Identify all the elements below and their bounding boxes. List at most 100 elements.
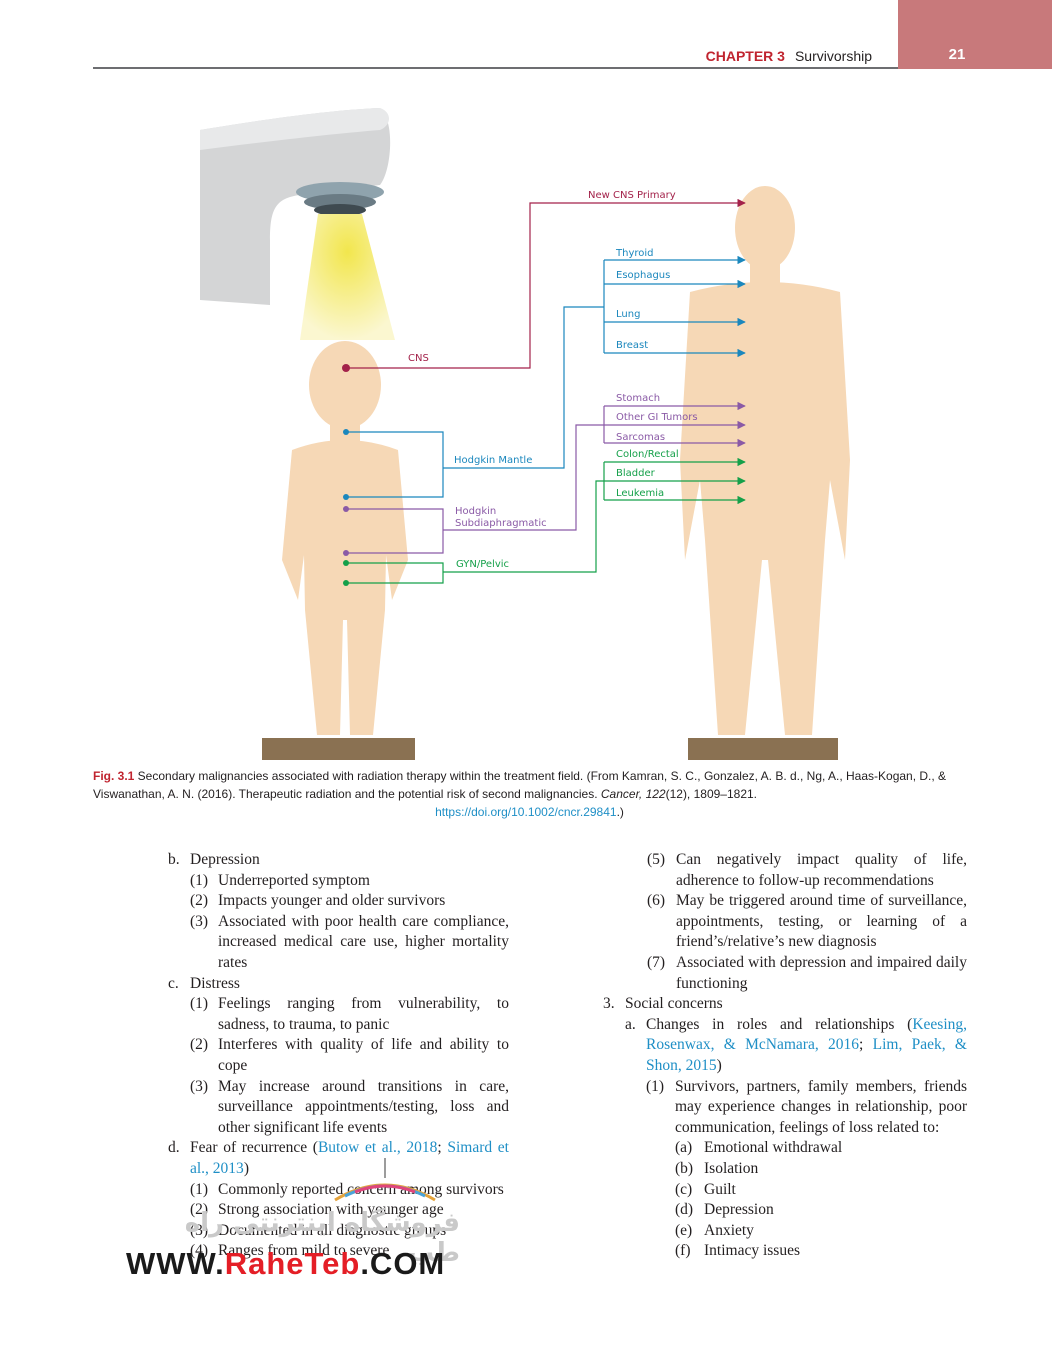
list-item: (3) May increase around transitions in ca… [168, 1077, 509, 1139]
citation-link[interactable]: Keesing, Rosenwax, & McNamara, 2016 [646, 1015, 967, 1054]
caption-volume: (12), 1809–1821. [665, 787, 757, 801]
item-marker: a. [625, 1015, 636, 1033]
item-marker: (a) [675, 1139, 693, 1157]
pelvic-dot-bottom [343, 580, 349, 586]
item-text: Interferes with quality of life and abil… [218, 1036, 509, 1074]
caption-doi-line: https://doi.org/10.1002/cncr.29841.) [93, 803, 966, 821]
item-text: Associated with poor health care complia… [218, 912, 509, 971]
chapter-label: CHAPTER 3 [705, 48, 785, 64]
target-colon-rectal: Colon/Rectal [616, 449, 679, 460]
item-text: Depression [190, 851, 260, 868]
target-thyroid: Thyroid [615, 248, 654, 259]
doi-link[interactable]: https://doi.org/10.1002/cncr.29841 [435, 805, 617, 819]
item-text: Fear of recurrence (Butow et al., 2018; … [190, 1138, 509, 1179]
subdiaphragmatic-dot-top [343, 506, 349, 512]
list-item: (4) Ranges from mild to severe [168, 1241, 509, 1262]
list-item: d. Fear of recurrence (Butow et al., 2018… [168, 1138, 509, 1179]
item-marker: (e) [675, 1221, 693, 1239]
section-title: Survivorship [794, 48, 872, 64]
item-marker: (4) [190, 1242, 209, 1260]
list-item: (1)Commonly reported concern among survi… [168, 1180, 509, 1201]
item-marker: (2) [190, 1036, 209, 1054]
target-breast: Breast [616, 340, 648, 351]
item-text: Underreported symptom [218, 871, 370, 889]
item-marker: (1) [646, 1077, 665, 1095]
list-item: (3) Documented in all diagnostic groups [168, 1221, 509, 1242]
target-new-cns: New CNS Primary [588, 190, 676, 201]
item-marker: (f) [675, 1242, 691, 1260]
item-marker: (b) [675, 1159, 694, 1177]
item-text: Survivors, partners, family members, fri… [675, 1077, 967, 1136]
list-item: (d)Depression [603, 1200, 967, 1221]
hodgkin-mantle-label: Hodgkin Mantle [454, 455, 532, 466]
mantle-route [346, 255, 746, 498]
running-head: CHAPTER 3 Survivorship [706, 48, 872, 64]
item-text-part: ) [716, 1056, 722, 1074]
item-marker: 3. [603, 995, 615, 1013]
target-stomach: Stomach [616, 393, 660, 404]
list-item: a. Changes in roles and relationships (Ke… [603, 1015, 967, 1077]
target-leukemia: Leukemia [616, 488, 664, 499]
item-marker: (3) [190, 912, 209, 930]
hodgkin-sub-label-2: Subdiaphragmatic [455, 518, 547, 529]
item-text: Documented in all diagnostic groups [218, 1221, 447, 1239]
item-text: May be triggered around time of surveill… [676, 892, 967, 951]
item-marker: b. [168, 851, 180, 868]
item-text: Impacts younger and older survivors [218, 892, 446, 910]
item-text-part: ) [243, 1159, 249, 1177]
list-item: (2) Interferes with quality of life and a… [168, 1035, 509, 1076]
item-marker: d. [168, 1139, 180, 1157]
list-item: (a) Emotional withdrawal [603, 1138, 967, 1159]
adult-silhouette [680, 186, 850, 735]
list-item: (f)Intimacy issues [603, 1241, 967, 1262]
item-text: Feelings ranging from vulnerability, to … [218, 995, 509, 1033]
target-sarcomas: Sarcomas [616, 432, 665, 443]
item-text: Ranges from mild to severe [218, 1242, 390, 1260]
item-text: Changes in roles and relationships (Kees… [646, 1015, 967, 1077]
item-marker: (3) [190, 1077, 209, 1095]
caption-journal: Cancer, 122 [600, 787, 666, 801]
item-marker: (6) [647, 892, 666, 910]
citation-link[interactable]: Simard et al., 2013 [190, 1139, 509, 1177]
item-marker: (1) [190, 1180, 209, 1198]
item-text: Emotional withdrawal [704, 1139, 843, 1157]
right-column: (5)Can negatively impact quality of life… [603, 850, 967, 1262]
item-text-part: ; [859, 1036, 873, 1054]
citation-link[interactable]: Butow et al., 2018 [317, 1139, 438, 1157]
item-text: Anxiety [704, 1221, 754, 1239]
cns-route [346, 198, 746, 369]
left-column: b. Depression (1) Underreported symptom (2… [168, 850, 509, 1262]
citation-link[interactable]: Lim, Paek, & Shon, 2015 [646, 1036, 967, 1074]
item-marker: (3) [190, 1221, 209, 1239]
subdiaphragmatic-route [346, 401, 746, 554]
mantle-dot-bottom [343, 494, 349, 500]
list-item: (1) Underreported symptom [168, 871, 509, 892]
item-marker: (5) [647, 851, 666, 868]
list-item: (e) Anxiety [603, 1221, 967, 1242]
item-text: Social concerns [625, 995, 723, 1013]
item-marker: (2) [190, 1201, 209, 1219]
cns-dot [342, 364, 350, 372]
header-rule [93, 67, 898, 69]
target-other-gi: Other GI Tumors [616, 412, 698, 423]
linac-machine-icon [200, 108, 395, 340]
page-number: 21 [948, 46, 966, 63]
item-text-part: ; [437, 1139, 448, 1157]
child-silhouette [282, 341, 408, 735]
list-item: (b)Isolation [603, 1159, 967, 1180]
hodgkin-sub-label-1: Hodgkin [455, 506, 496, 517]
list-item: (7)Associated with depression and impair… [603, 953, 967, 994]
item-text: May increase around transitions in care,… [218, 1077, 509, 1136]
caption-text: Secondary malignancies associated with r… [93, 769, 947, 801]
figure-caption: Fig. 3.1 Secondary malignancies associat… [93, 767, 966, 821]
target-esophagus: Esophagus [616, 270, 670, 281]
item-text: Distress [190, 974, 240, 992]
item-marker: (d) [675, 1201, 694, 1219]
list-item: (1)Feelings ranging from vulnerability, … [168, 994, 509, 1035]
list-item: (6) May be triggered around time of surve… [603, 891, 967, 953]
item-marker: (1) [190, 871, 209, 889]
adult-ground [688, 738, 838, 760]
list-item: c.Distress [168, 974, 509, 995]
item-marker: (c) [675, 1180, 693, 1198]
cns-label: CNS [408, 353, 429, 364]
